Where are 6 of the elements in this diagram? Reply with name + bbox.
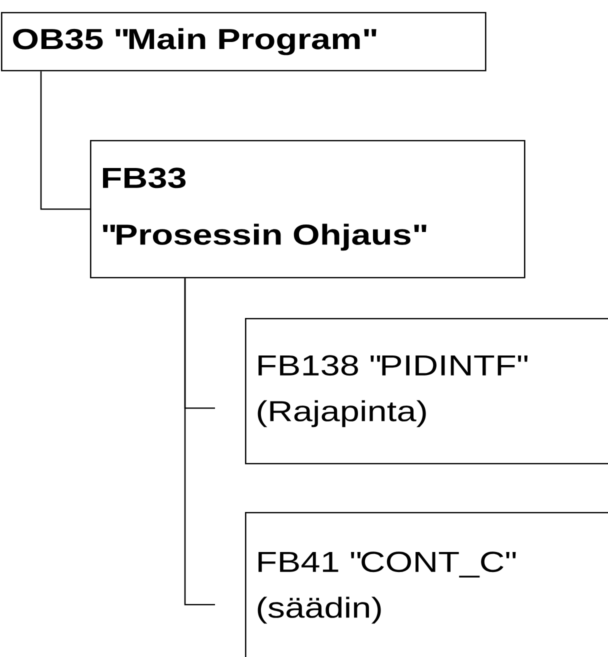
block-box: FB41 "CONT_C" (säädin) [245,512,608,657]
block-box: OB35 "Main Program" [1,12,486,72]
block-box: FB33 "Prosessin Ohjaus" [90,140,526,278]
connector-line [40,71,90,210]
block-box: FB138 "PIDINTF" (Rajapinta) [245,318,608,464]
connector-line [184,278,215,606]
